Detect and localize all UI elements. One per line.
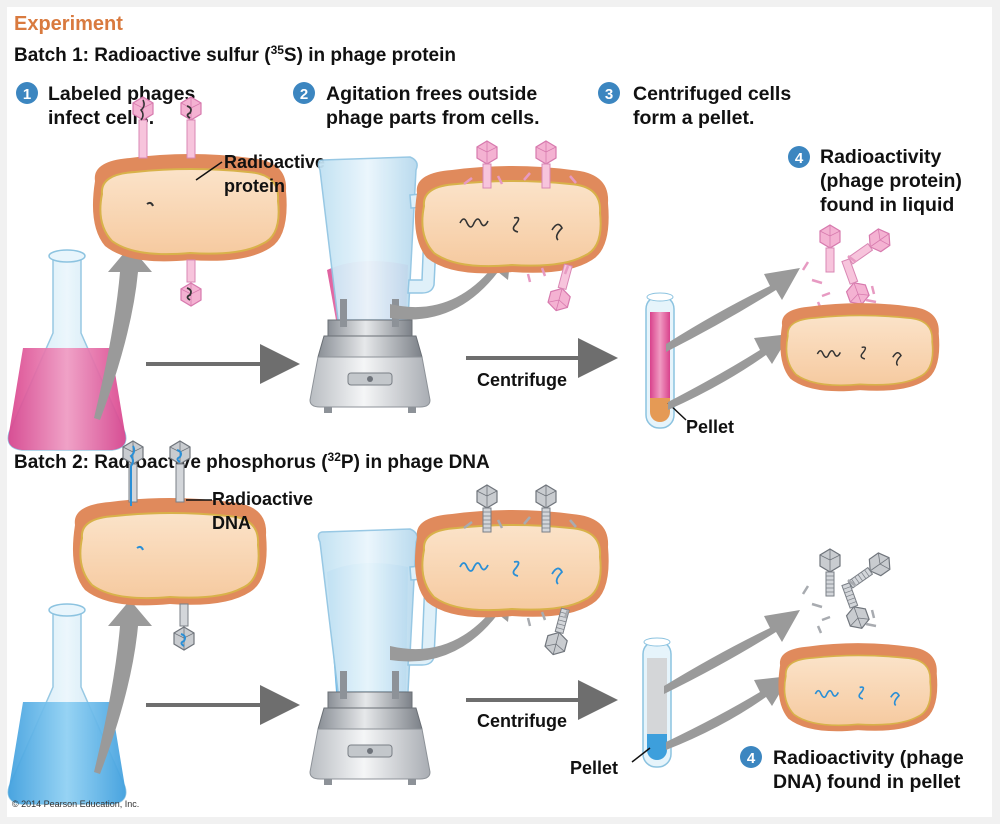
batch2-flask (7, 603, 127, 805)
step-2-badge (293, 82, 315, 104)
batch2-test-tube (642, 637, 672, 768)
pelleted-cell-batch2 (777, 642, 939, 733)
radioactive-dna-callout: Radioactive (212, 489, 313, 509)
centrifuge-label-batch2: Centrifuge (477, 711, 567, 731)
step-4-label-batch1: 4 Radioactivity (phage protein) found in… (788, 146, 962, 216)
free-protein-coats-batch1 (801, 225, 895, 310)
svg-text:3: 3 (605, 86, 613, 103)
tube-to-pellet-arrow (668, 334, 790, 410)
tube-to-liquid-arrow-batch2 (664, 610, 800, 694)
batch2-infected-cell (71, 440, 268, 651)
svg-text:Radioactivity: Radioactivity (820, 146, 942, 168)
svg-text:2: 2 (300, 86, 308, 103)
free-protein-coats-batch2 (801, 549, 895, 634)
batch1-cell-after-agitation (413, 165, 610, 275)
svg-text:DNA: DNA (212, 513, 251, 533)
pellet-callout-line-batch2 (631, 747, 651, 763)
batch1-test-tube (645, 292, 675, 429)
svg-text:Agitation frees outside: Agitation frees outside (326, 83, 537, 105)
svg-text:1: 1 (23, 86, 31, 103)
batch1-heading: Batch 1: Radioactive sulfur (35S) in pha… (14, 43, 456, 66)
svg-text:protein: protein (224, 176, 285, 196)
step-4-badge (788, 146, 810, 168)
svg-text:4: 4 (747, 750, 756, 767)
batch1-blender (309, 156, 440, 414)
svg-text:4: 4 (795, 150, 804, 167)
step-1-badge (16, 82, 38, 104)
svg-text:Centrifuged cells: Centrifuged cells (633, 83, 791, 105)
batch1-infected-cell (91, 96, 288, 307)
batch2-cell-after-agitation (413, 509, 610, 619)
svg-text:phage parts from cells.: phage parts from cells. (326, 107, 539, 129)
step-1-label: 1 Labeled phages infect cells. (16, 82, 196, 129)
svg-text:Radioactivity (phage: Radioactivity (phage (773, 747, 964, 769)
svg-text:infect cells.: infect cells. (48, 107, 154, 129)
step-4-badge-batch2 (740, 746, 762, 768)
step-3-badge (598, 82, 620, 104)
radioactive-protein-callout: Radioactive (224, 152, 325, 172)
callout-line (195, 161, 223, 181)
batch2-blender (309, 528, 440, 786)
detached-protein-coats-batch1 (463, 141, 578, 313)
svg-text:Labeled phages: Labeled phages (48, 83, 196, 105)
detached-protein-coats-batch2 (463, 485, 577, 657)
flask-to-cell-arrow-batch2 (94, 600, 152, 774)
experiment-title: Experiment (14, 13, 123, 35)
step-3-label: 3 Centrifuged cells form a pellet. (598, 82, 791, 129)
step-2-label: 2 Agitation frees outside phage parts fr… (293, 82, 539, 129)
svg-text:(phage protein): (phage protein) (820, 170, 962, 192)
svg-text:form a pellet.: form a pellet. (633, 107, 754, 129)
pellet-label-batch1: Pellet (686, 417, 734, 437)
step-4-label-batch2: 4 Radioactivity (phage DNA) found in pel… (740, 746, 964, 793)
flask-to-cell-arrow (94, 246, 152, 420)
svg-text:DNA) found in pellet: DNA) found in pellet (773, 771, 961, 793)
pellet-label-batch2: Pellet (570, 758, 618, 778)
copyright-notice: © 2014 Pearson Education, Inc. (12, 799, 139, 809)
batch2-heading: Batch 2: Radioactive phosphorus (32P) in… (14, 450, 490, 473)
svg-text:found in liquid: found in liquid (820, 194, 954, 216)
batch1-flask (7, 249, 127, 451)
pelleted-cell-batch1 (779, 302, 941, 393)
centrifuge-label-batch1: Centrifuge (477, 370, 567, 390)
tube-to-pellet-arrow-batch2 (666, 676, 790, 750)
tube-to-liquid-arrow (666, 268, 800, 352)
